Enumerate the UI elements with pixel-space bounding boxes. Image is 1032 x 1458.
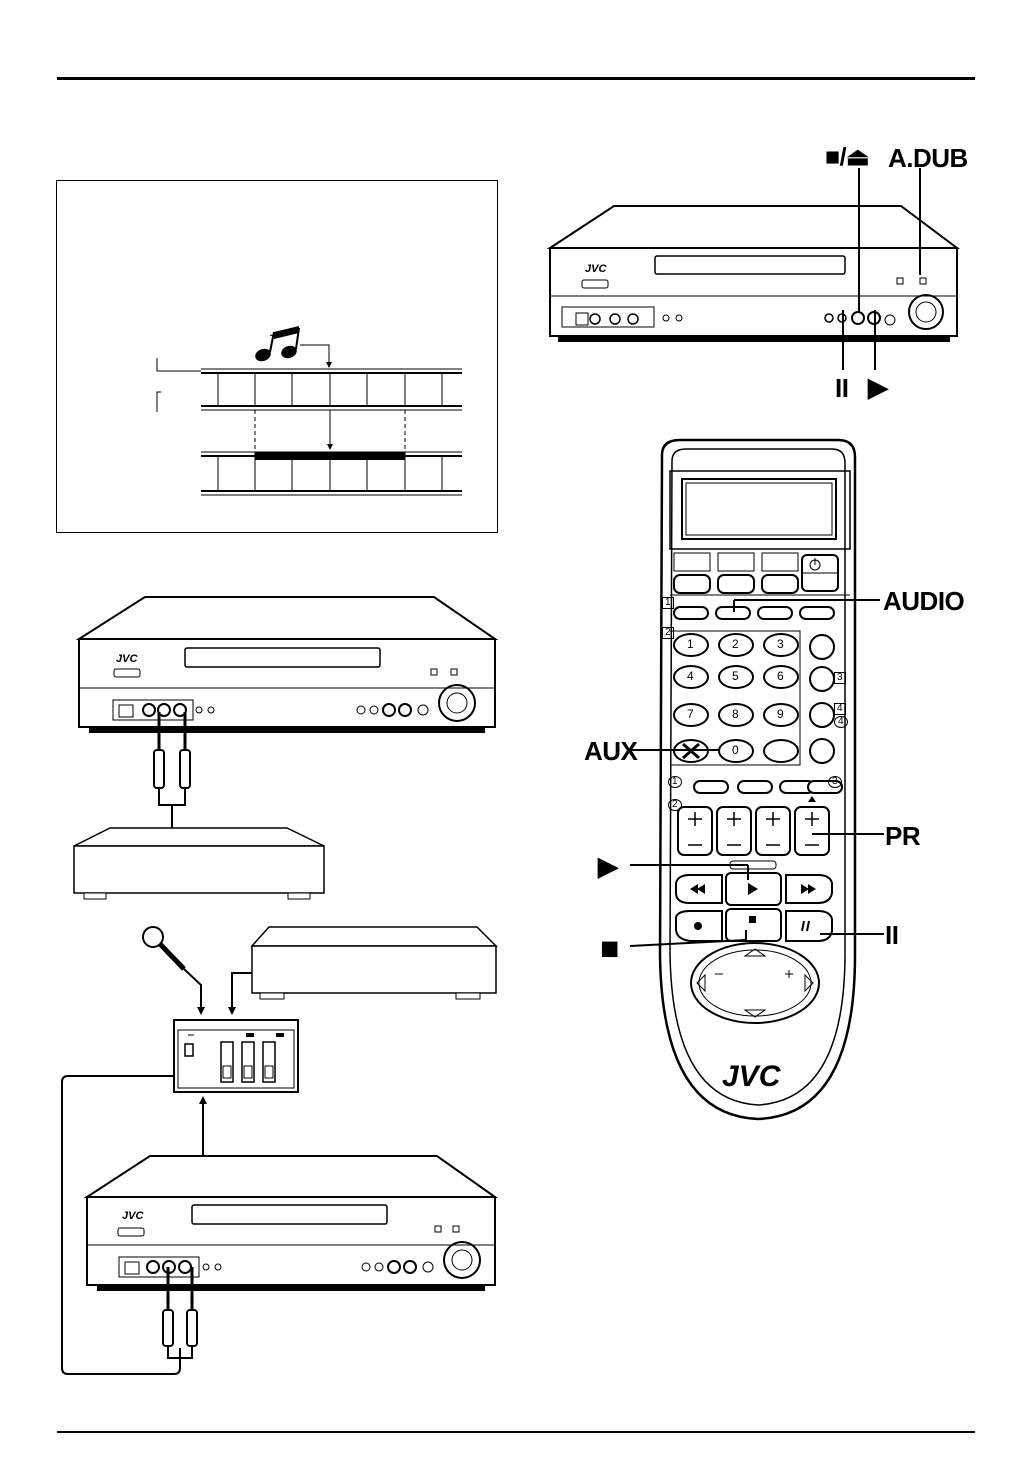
remote-play-label: ▶ bbox=[598, 853, 618, 879]
source-vcr-brand-logo: JVC bbox=[116, 654, 137, 665]
vcr-callout-lines bbox=[800, 160, 940, 390]
adub-button-label: A.DUB bbox=[888, 145, 968, 171]
audio-source-device bbox=[72, 826, 327, 903]
remote-stop-label: ■ bbox=[600, 932, 619, 964]
vcr-play-label: ▶ bbox=[868, 374, 888, 400]
pr-button-label: PR bbox=[885, 823, 920, 849]
rca-cable-upper bbox=[140, 710, 200, 830]
audio-dubbing-diagram bbox=[56, 180, 498, 533]
remote-brand-logo: JVC bbox=[722, 1062, 780, 1092]
audio-source-device-2 bbox=[224, 925, 498, 1005]
vcr-pause-label: II bbox=[835, 375, 848, 401]
recording-vcr-brand-logo: JVC bbox=[122, 1211, 143, 1222]
audio-button-label: AUDIO bbox=[883, 588, 964, 614]
microphone-icon bbox=[140, 925, 210, 1020]
page-header-rule bbox=[57, 77, 975, 80]
remote-callout-lines bbox=[600, 590, 900, 950]
page-footer-rule bbox=[57, 1431, 975, 1433]
vcr-brand-logo: JVC bbox=[585, 264, 606, 275]
remote-pause-label: II bbox=[885, 922, 898, 948]
rca-cable-lower bbox=[148, 1265, 208, 1370]
recording-vcr-illustration bbox=[85, 1155, 497, 1295]
aux-button-label: AUX bbox=[584, 738, 637, 764]
stop-eject-button-label: ■/⏏ bbox=[825, 145, 869, 170]
music-note-icon bbox=[253, 326, 299, 363]
rca-plug-icon bbox=[154, 750, 190, 788]
